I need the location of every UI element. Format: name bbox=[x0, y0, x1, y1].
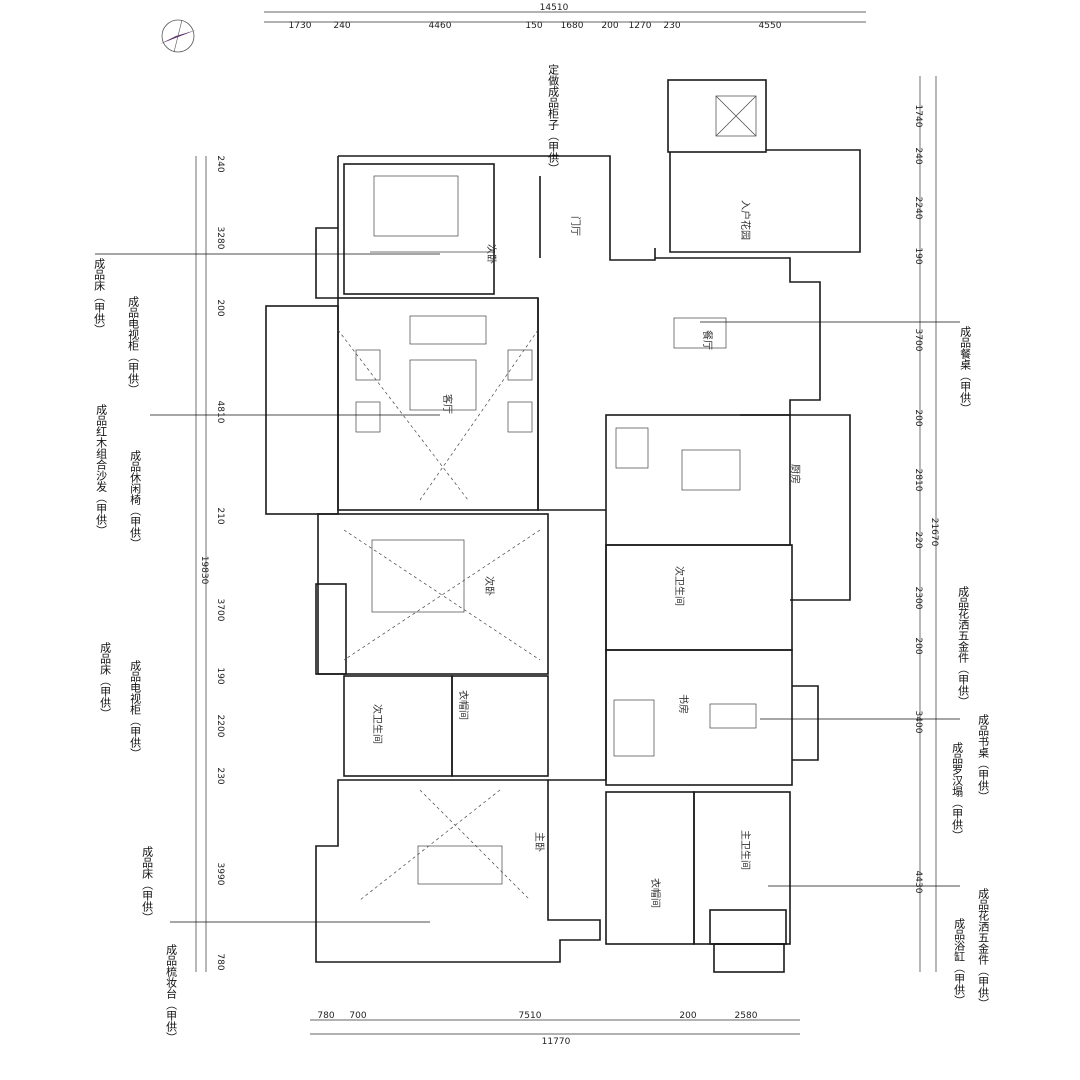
bottom-dim-3: 7510 bbox=[519, 1011, 542, 1021]
room-master-bath: 主卫生间 bbox=[739, 830, 752, 870]
right-dim-3: 2240 bbox=[913, 197, 923, 220]
left-dim-10: 3990 bbox=[215, 863, 225, 886]
right-dim-11: 3400 bbox=[913, 711, 923, 734]
annotation-custom-cabinet: 定做成品柜子（甲供） bbox=[546, 64, 560, 174]
bottom-dim-4: 200 bbox=[679, 1011, 696, 1021]
left-dimensions: 240 3280 200 4810 210 3700 190 2200 230 … bbox=[199, 155, 225, 970]
right-total-dim: 21670 bbox=[929, 518, 939, 547]
left-dim-8: 2200 bbox=[215, 715, 225, 738]
walls bbox=[265, 79, 861, 973]
room-master-bed: 主卧 bbox=[533, 832, 546, 852]
annotation-daybed: 成品罗汉塌（甲供） bbox=[950, 742, 964, 841]
left-dim-7: 190 bbox=[215, 667, 225, 684]
furniture-outlines bbox=[337, 95, 757, 901]
bottom-dim-1: 780 bbox=[317, 1011, 334, 1021]
annotation-desk: 成品书桌（甲供） bbox=[976, 714, 990, 802]
annotation-bed-master: 成品床（甲供） bbox=[140, 846, 154, 923]
bottom-dim-2: 700 bbox=[349, 1011, 366, 1021]
annotation-shower-hardware-b: 成品花洒五金件（甲供） bbox=[976, 888, 990, 1009]
left-dim-11: 780 bbox=[215, 953, 225, 970]
room-study: 书房 bbox=[677, 694, 690, 714]
left-dim-9: 230 bbox=[215, 767, 225, 784]
right-dim-8: 220 bbox=[913, 531, 923, 548]
right-dim-9: 2300 bbox=[913, 587, 923, 610]
right-dim-7: 2810 bbox=[913, 469, 923, 492]
left-dim-5: 210 bbox=[215, 507, 225, 524]
annotation-tv-cabinet-mid: 成品电视柜（甲供） bbox=[128, 660, 142, 759]
annotation-tv-cabinet-top: 成品电视柜（甲供） bbox=[126, 296, 140, 395]
annotation-dining-table: 成品餐桌（甲供） bbox=[958, 326, 972, 414]
top-dim-2: 240 bbox=[333, 21, 350, 31]
room-closet-a: 衣帽间 bbox=[457, 690, 470, 720]
dimension-lines bbox=[195, 11, 937, 1035]
top-dim-9: 4550 bbox=[759, 21, 782, 31]
room-entry-garden: 入户花园 bbox=[739, 200, 752, 240]
top-dim-6: 200 bbox=[601, 21, 618, 31]
room-secondary-bed-mid: 次卧 bbox=[483, 576, 496, 596]
room-labels: 入户花园 门厅 次卧 餐厅 客厅 厨房 次卧 次卫生间 书房 衣帽间 次卫生间 … bbox=[371, 200, 802, 908]
left-dim-1: 240 bbox=[215, 155, 225, 172]
top-dim-8: 230 bbox=[663, 21, 680, 31]
right-dim-2: 240 bbox=[913, 147, 923, 164]
right-dim-6: 200 bbox=[913, 409, 923, 426]
right-dim-12: 4430 bbox=[913, 871, 923, 894]
annotation-leisure-chair: 成品休闲椅（甲供） bbox=[128, 450, 142, 549]
left-dim-2: 3280 bbox=[215, 227, 225, 250]
right-dim-10: 200 bbox=[913, 637, 923, 654]
annotation-bathtub: 成品浴缸（甲供） bbox=[952, 918, 966, 1006]
left-total-dim: 19830 bbox=[199, 556, 209, 585]
left-dim-6: 3700 bbox=[215, 599, 225, 622]
left-dim-3: 200 bbox=[215, 299, 225, 316]
right-dim-4: 190 bbox=[913, 247, 923, 264]
annotation-bed-mid: 成品床（甲供） bbox=[98, 642, 112, 719]
room-foyer: 门厅 bbox=[569, 216, 582, 236]
room-closet-b: 衣帽间 bbox=[649, 878, 662, 908]
right-dim-1: 1740 bbox=[913, 105, 923, 128]
annotation-dresser: 成品梳妆台（甲供） bbox=[164, 944, 178, 1043]
room-living: 客厅 bbox=[441, 394, 454, 414]
top-dim-3: 4460 bbox=[429, 21, 452, 31]
room-dining: 餐厅 bbox=[701, 330, 714, 350]
room-bath-b: 次卫生间 bbox=[371, 704, 384, 744]
bottom-dim-5: 2580 bbox=[735, 1011, 758, 1021]
room-kitchen: 厨房 bbox=[789, 464, 802, 484]
bottom-total-dim: 11770 bbox=[542, 1037, 571, 1047]
right-dim-5: 3700 bbox=[913, 329, 923, 352]
north-compass-icon bbox=[160, 19, 196, 53]
top-dim-5: 1680 bbox=[561, 21, 584, 31]
room-guest-bath: 次卫生间 bbox=[673, 566, 686, 606]
top-total-dim: 14510 bbox=[540, 3, 569, 13]
top-dim-7: 1270 bbox=[629, 21, 652, 31]
annotation-shower-hardware-a: 成品花洒五金件（甲供） bbox=[956, 586, 970, 707]
leader-lines bbox=[95, 253, 960, 923]
annotation-sofa: 成品红木组合沙发（甲供） bbox=[94, 404, 108, 536]
right-dimensions: 1740 240 2240 190 3700 200 2810 220 2300… bbox=[913, 105, 939, 894]
top-dim-4: 150 bbox=[525, 21, 542, 31]
annotation-bed-top: 成品床（甲供） bbox=[92, 258, 106, 335]
room-secondary-bed-top: 次卧 bbox=[485, 244, 498, 264]
left-dim-4: 4810 bbox=[215, 401, 225, 424]
top-dim-1: 1730 bbox=[289, 21, 312, 31]
